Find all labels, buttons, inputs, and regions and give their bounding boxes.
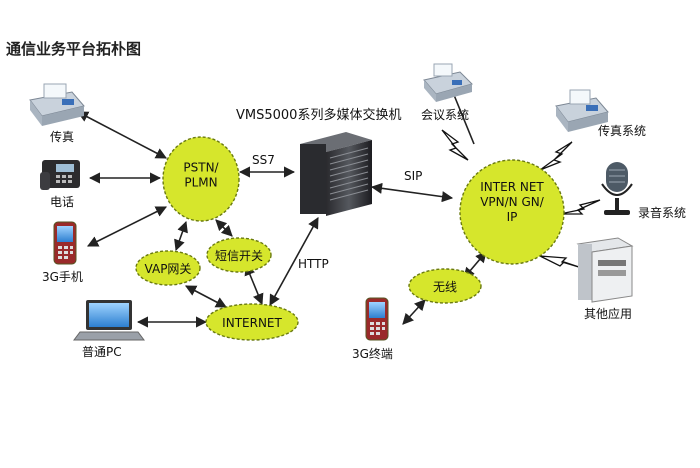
- node-wireless-label: 无线: [433, 280, 457, 294]
- node-sms-label: 短信开关: [215, 249, 263, 263]
- vms5000-switch-icon: [300, 132, 372, 216]
- terminal-3g-icon: [365, 297, 389, 341]
- page-title: 通信业务平台拓朴图: [6, 40, 142, 58]
- t-ivpn-line: INTER NET: [480, 180, 544, 194]
- link-http-label: HTTP: [298, 257, 329, 271]
- device-label-fax-left: 传真: [50, 130, 75, 144]
- t-pstn-line: PLMN: [184, 176, 217, 190]
- device-label-pc: 普通PC: [82, 345, 122, 359]
- node-ellipses: [135, 136, 565, 341]
- desk-phone-icon: [40, 160, 80, 190]
- link-ss7-label: SS7: [252, 153, 275, 167]
- microphone-icon: [601, 162, 633, 215]
- link-sip-label: SIP: [404, 169, 422, 183]
- connection-lines: [77, 94, 487, 328]
- node-pstn-label: PSTN/PLMN: [183, 161, 219, 190]
- node-vap-label: VAP网关: [145, 262, 192, 276]
- fax-right-icon: [555, 89, 609, 132]
- t-ivpn-line: IP: [507, 210, 518, 224]
- laptop-icon: [73, 300, 145, 341]
- t-ivpn-line: VPN/N GN/: [480, 195, 545, 209]
- conference-phone-icon: [423, 63, 473, 102]
- device-label-fax-right: 传真系统: [598, 124, 647, 138]
- server-icon: [576, 237, 634, 303]
- t-pstn-line: PSTN/: [183, 161, 219, 175]
- device-label-conference: 会议系统: [421, 108, 470, 122]
- device-label-mobile-3g: 3G手机: [42, 270, 83, 284]
- device-label-terminal-3g: 3G终端: [352, 347, 393, 361]
- node-internet-label: INTERNET: [222, 316, 282, 330]
- device-label-recording: 录音系统: [638, 206, 687, 220]
- fax-left-icon: [29, 83, 85, 126]
- device-label-other-apps: 其他应用: [584, 307, 633, 321]
- device-label-phone: 电话: [50, 195, 75, 209]
- mobile-3g-icon: [53, 221, 77, 265]
- switch-label: VMS5000系列多媒体交换机: [236, 108, 402, 123]
